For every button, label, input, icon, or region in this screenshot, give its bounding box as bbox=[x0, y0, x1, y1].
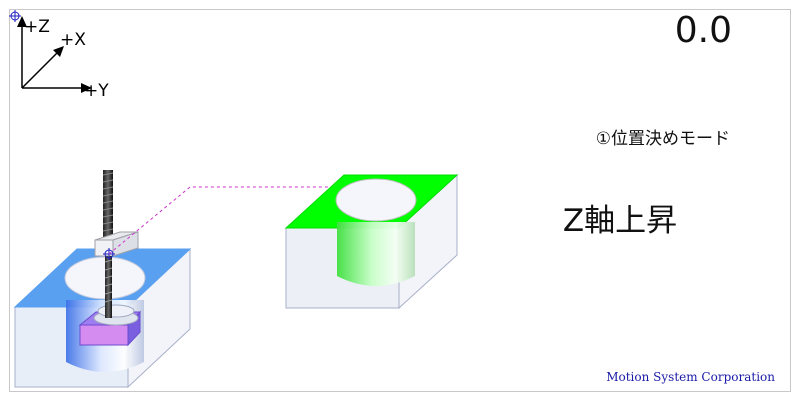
right-block bbox=[284, 173, 459, 310]
screw-rod bbox=[94, 170, 139, 318]
axis-indicator bbox=[9, 10, 92, 93]
mode-label: ①位置決めモード bbox=[595, 129, 730, 149]
guide-path bbox=[108, 186, 381, 265]
position-value: 0.0 bbox=[674, 10, 732, 51]
action-label: Z軸上昇 bbox=[562, 203, 678, 239]
axis-x-label: +X bbox=[60, 30, 86, 50]
origin-marker-icon bbox=[9, 10, 21, 22]
company-name: Motion System Corporation bbox=[606, 370, 775, 384]
axis-y-label: +Y bbox=[84, 81, 109, 101]
axis-z-label: +Z bbox=[24, 17, 50, 37]
left-block bbox=[13, 247, 192, 389]
